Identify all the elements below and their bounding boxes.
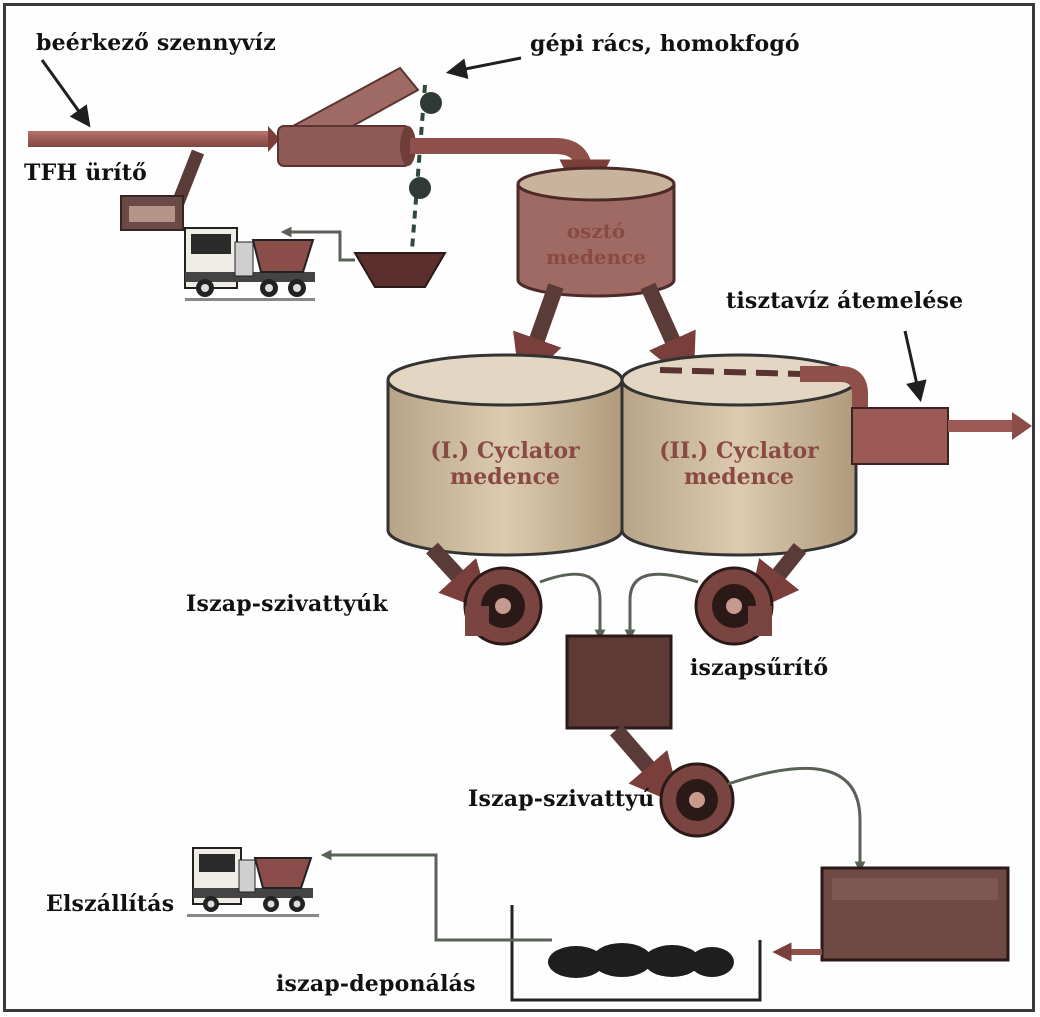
label-distribution-1: osztó	[566, 219, 626, 243]
arrow-to-pump-3	[609, 724, 682, 806]
label-tfh: TFH ürítő	[24, 160, 148, 186]
label-cyclator2-line1: (II.) Cyclator	[659, 438, 819, 464]
truck-top-icon	[184, 227, 315, 301]
label-pump: Iszap-szivattyú	[468, 786, 655, 812]
line-pump3-basin	[727, 766, 866, 873]
pointer-arrow-inflow	[40, 59, 91, 128]
label-inflow: beérkező szennyvíz	[36, 30, 276, 56]
distribution-tank	[516, 166, 676, 298]
sludge-pump-1	[463, 566, 543, 646]
cyclator-tank-2	[620, 353, 858, 557]
pointer-arrow-screen	[445, 56, 522, 80]
clean-water-line	[659, 366, 1032, 465]
truck-bottom-icon	[187, 847, 319, 917]
label-distribution-tank: osztó medence	[536, 218, 656, 270]
inflow-pipe	[28, 126, 280, 152]
label-screen: gépi rács, homokfogó	[530, 31, 800, 57]
label-thickener: iszapsűrítő	[690, 655, 829, 681]
pointer-arrow-clean-water	[903, 330, 927, 403]
label-pumps: Iszap-szivattyúk	[186, 591, 388, 617]
screen-grit-chamber	[277, 66, 442, 251]
label-cyclator1-line1: (I.) Cyclator	[430, 438, 580, 464]
line-pump2-thickener	[624, 572, 699, 641]
label-cyclator1-line2: medence	[449, 464, 561, 490]
label-cyclator-2: (II.) Cyclator medence	[639, 438, 839, 490]
tfh-unloader	[120, 149, 205, 231]
label-transport: Elszállítás	[46, 891, 175, 917]
drying-basin	[820, 866, 1010, 962]
sludge-pump-2	[694, 566, 774, 646]
label-deposit: iszap-deponálás	[276, 971, 476, 997]
arrow-to-cyclator-2	[640, 282, 696, 387]
label-clean-water: tisztavíz átemelése	[726, 288, 964, 314]
label-cyclator2-line2: medence	[683, 464, 795, 490]
sludge-pump-3	[659, 762, 735, 838]
sludge-deposit	[510, 905, 762, 1002]
label-cyclator-1: (I.) Cyclator medence	[405, 438, 605, 490]
line-pump1-thickener	[539, 572, 606, 641]
label-distribution-2: medence	[545, 245, 647, 269]
line-to-transport	[320, 849, 552, 942]
grit-hopper	[280, 226, 447, 288]
sludge-thickener	[565, 634, 673, 730]
